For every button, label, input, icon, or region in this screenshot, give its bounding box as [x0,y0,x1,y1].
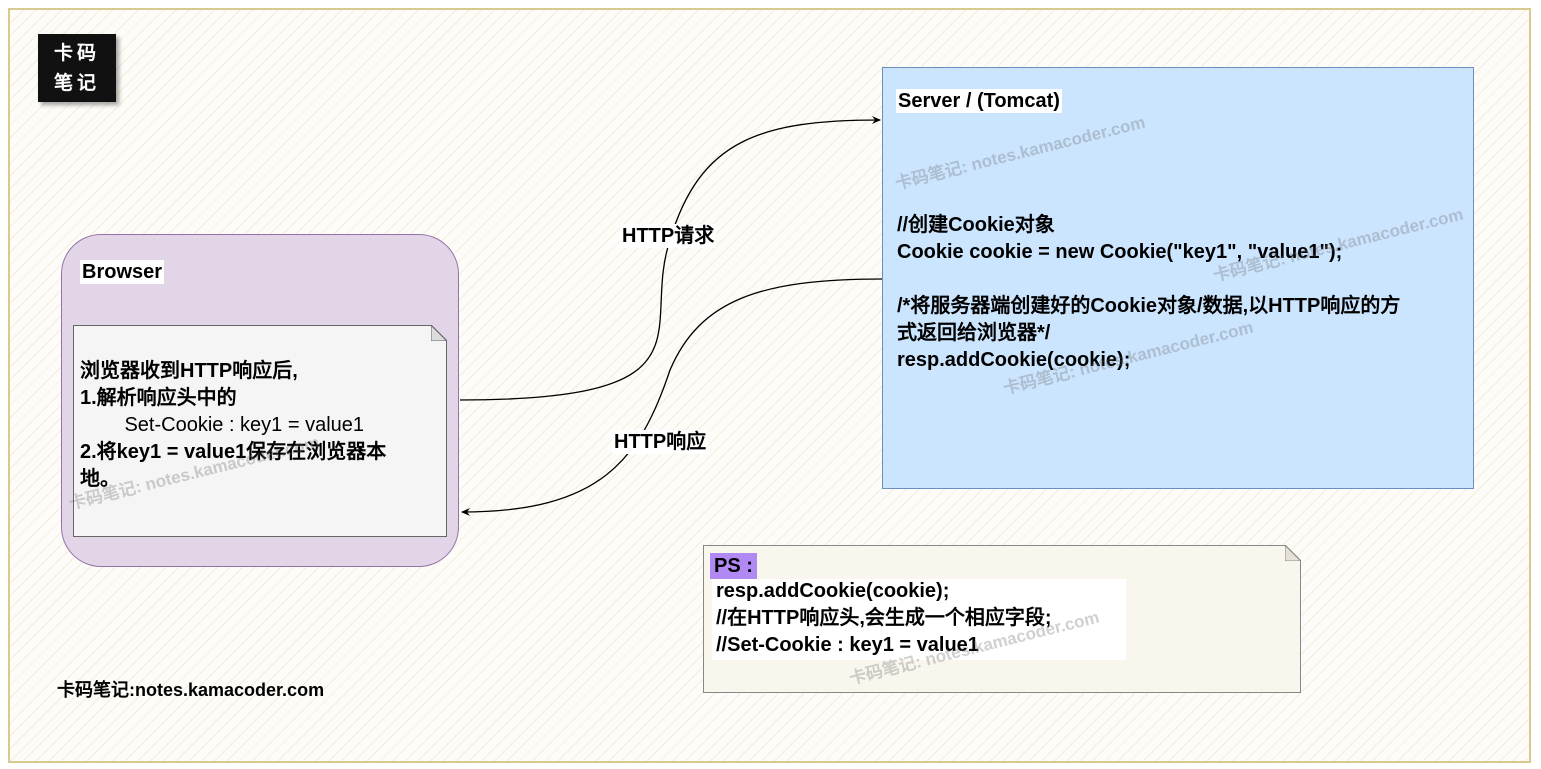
browser-note-text: 浏览器收到HTTP响应后, 1.解析响应头中的 Set-Cookie : key… [80,358,440,493]
ps-line: //Set-Cookie : key1 = value1 [716,634,979,656]
ps-title: PS : [710,553,757,579]
server-title: Server / (Tomcat) [896,89,1062,113]
server-code-line: resp.addCookie(cookie); [897,349,1131,371]
browser-note-line: 浏览器收到HTTP响应后, [80,360,298,382]
response-arrow [461,278,883,516]
ps-line: //在HTTP响应头,会生成一个相应字段; [716,607,1052,629]
browser-note-line: Set-Cookie : key1 = value1 [80,414,365,436]
footer-url: 卡码笔记:notes.kamacoder.com [57,680,325,700]
browser-title: Browser [80,260,165,284]
kamacoder-logo: 卡码 笔记 [38,34,116,102]
server-code: //创建Cookie对象 Cookie cookie = new Cookie(… [897,212,1497,374]
browser-note-line: 1.解析响应头中的 [80,387,237,409]
browser-note [73,325,447,537]
logo-line-2: 笔记 [53,72,100,94]
ps-line: resp.addCookie(cookie); [716,580,950,602]
http-request-label: HTTP请求 [620,224,717,248]
ps-fold-corner [1285,545,1301,561]
server-node [882,67,1474,489]
browser-note-line: 地。 [80,468,120,490]
server-code-line: Cookie cookie = new Cookie("key1", "valu… [897,241,1343,263]
request-arrow [459,116,881,401]
server-code-line: 式返回给浏览器*/ [897,322,1051,344]
ps-lines: resp.addCookie(cookie); //在HTTP响应头,会生成一个… [716,578,1052,659]
http-response-label: HTTP响应 [612,430,709,454]
logo-line-1: 卡码 [53,42,100,64]
browser-note-line: 2.将key1 = value1保存在浏览器本 [80,441,387,463]
server-code-line: //创建Cookie对象 [897,214,1055,236]
server-code-line: /*将服务器端创建好的Cookie对象/数据,以HTTP响应的方 [897,295,1401,317]
ps-text-background [712,579,1126,660]
note-fold-corner [431,325,447,341]
